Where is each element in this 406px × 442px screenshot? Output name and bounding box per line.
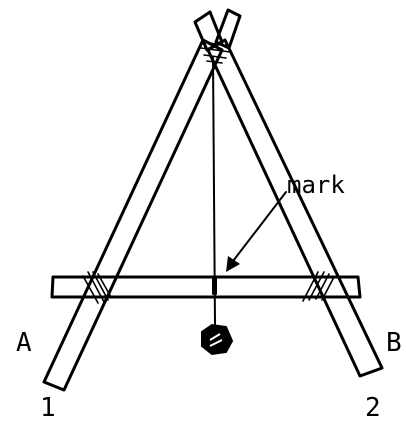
left-joint-lashing bbox=[82, 271, 112, 304]
end-b-label: B bbox=[386, 328, 402, 358]
center-mark bbox=[212, 278, 217, 295]
mark-label: mark bbox=[287, 171, 345, 199]
arrow-icon bbox=[226, 191, 287, 272]
foot-1-label: 1 bbox=[40, 393, 56, 423]
foot-2-label: 2 bbox=[365, 393, 381, 423]
top-lashing bbox=[200, 41, 231, 64]
crossbar bbox=[50, 275, 362, 299]
left-leg bbox=[42, 38, 224, 392]
right-joint-lashing bbox=[302, 271, 335, 302]
plumb-line bbox=[212, 57, 216, 326]
end-a-label: A bbox=[16, 328, 32, 358]
right-leg bbox=[206, 38, 384, 378]
plumb-bob-icon bbox=[201, 323, 234, 356]
